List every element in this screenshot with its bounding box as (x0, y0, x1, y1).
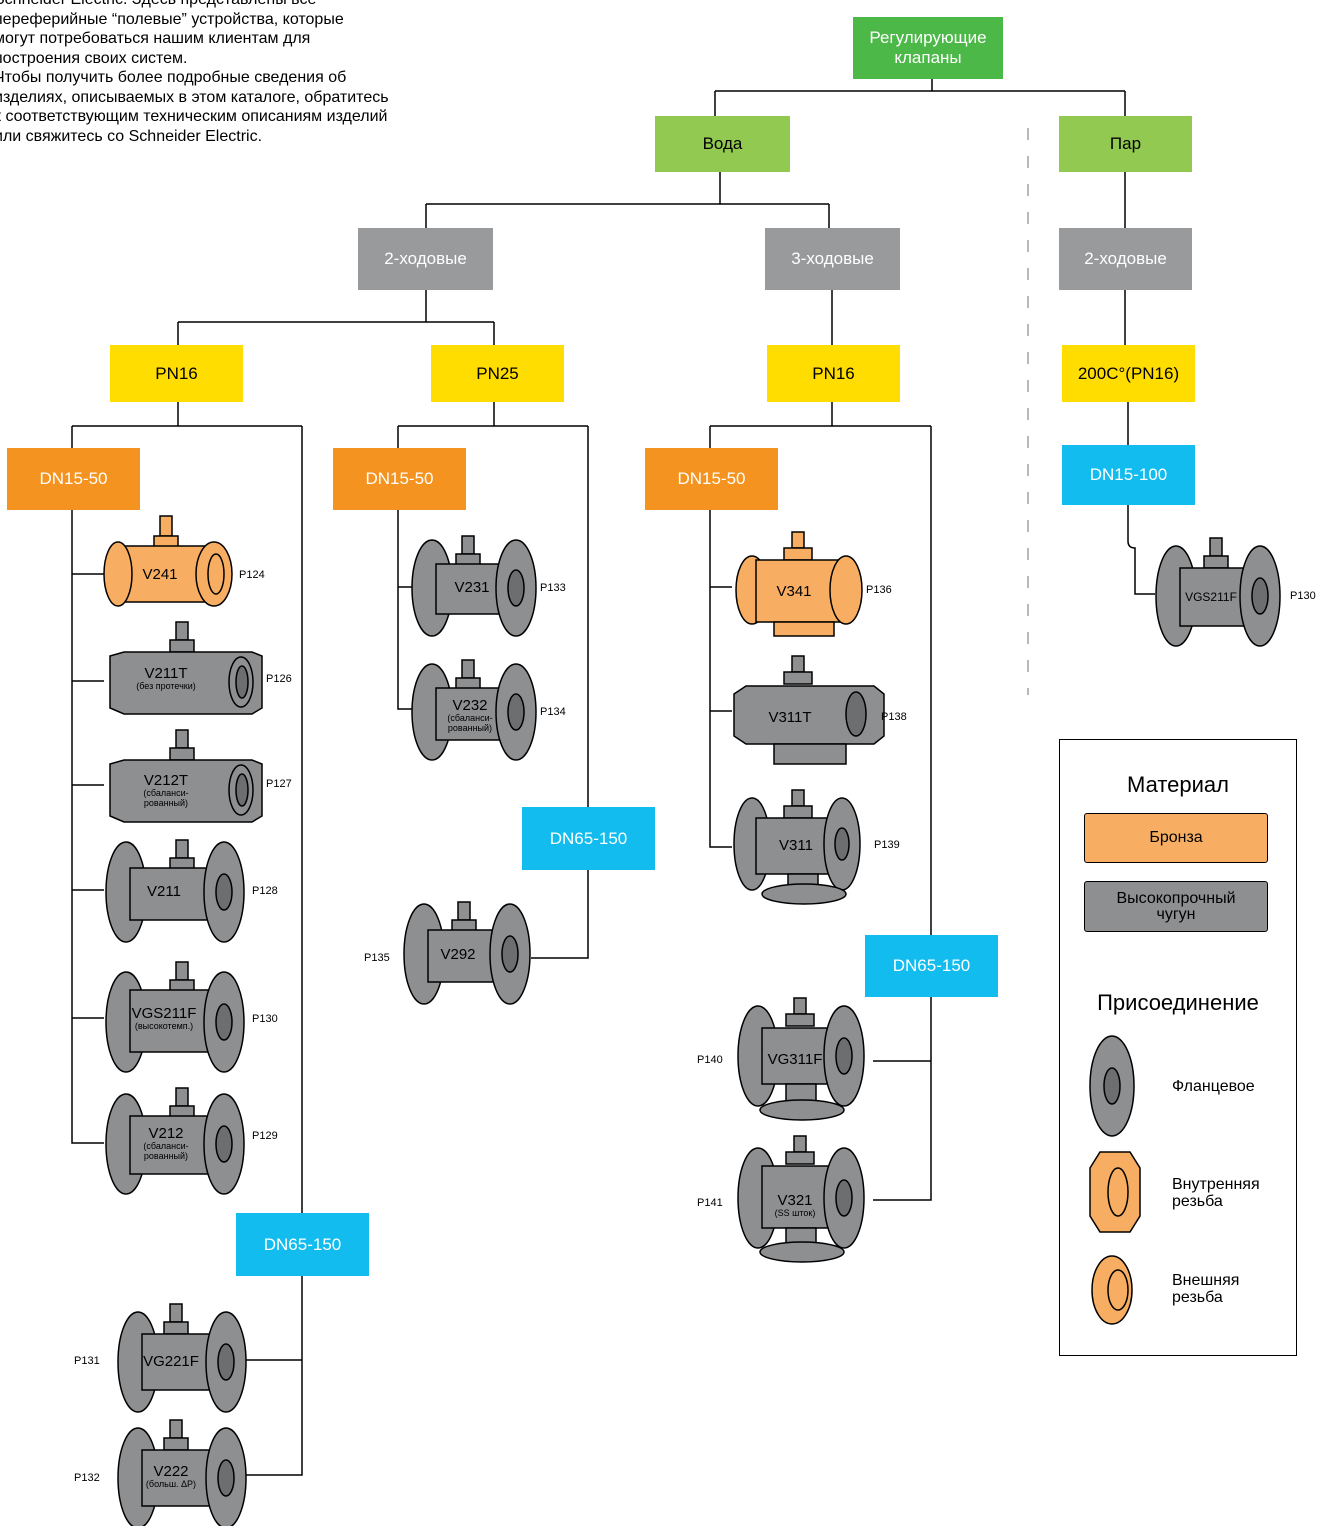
three-way-node: 3-ходовые (765, 228, 900, 290)
flanged-connection-icon (1089, 1035, 1135, 1137)
page-ref-v211: P128 (252, 885, 278, 897)
root-node: Регулирующие клапаны (853, 17, 1003, 79)
steam-dn15-100-node: DN15-100 (1062, 445, 1195, 505)
page-ref-v311: P139 (874, 839, 900, 851)
v241-image (103, 515, 233, 607)
legend-internal-label: Внутренняя резьба (1172, 1176, 1260, 1210)
v341-image (735, 531, 863, 637)
valve-label-v211: V211 (147, 883, 181, 900)
valve-label-v241: V241 (142, 566, 178, 583)
page-ref-v341: P136 (866, 584, 892, 596)
internal-thread-icon (1089, 1151, 1141, 1233)
v292-image (403, 901, 531, 1005)
valve-label-v211t: V211T(без протечки) (136, 665, 196, 691)
pn16-dn65-150-node: DN65-150 (236, 1213, 369, 1276)
two-way-node: 2-ходовые (358, 228, 493, 290)
external-thread-icon (1091, 1255, 1133, 1325)
valve-label-v212t: V212T(сбаланси- рованный) (143, 772, 189, 808)
v212-image (105, 1087, 245, 1195)
page-ref-v211t: P126 (266, 673, 292, 685)
page-ref-v241: P124 (239, 569, 265, 581)
valve-label-vg311f: VG311F (767, 1051, 823, 1068)
valve-label-steam-vgs211f: VGS211F (1185, 590, 1237, 604)
valve-label-vgs211f: VGS211F(высокотемп.) (131, 1005, 197, 1031)
v212t-image (109, 729, 263, 823)
page-ref-steam-vgs211f: P130 (1290, 590, 1316, 602)
steam-vgs211f-image (1155, 537, 1281, 647)
v311t-image (733, 655, 885, 765)
valve-label-v292: V292 (440, 946, 476, 963)
valve-label-v321: V321(SS шток) (774, 1192, 816, 1218)
page-ref-vg311f: P140 (697, 1054, 723, 1066)
legend-external-label: Внешняя резьба (1172, 1272, 1240, 1306)
page-ref-v212t: P127 (266, 778, 292, 790)
legend-bronze: Бронза (1084, 813, 1268, 863)
valve-label-v341: V341 (776, 583, 812, 600)
steam-pressure-node: 200C°(PN16) (1062, 345, 1195, 402)
v211-image (105, 839, 245, 943)
page-ref-v212: P129 (252, 1130, 278, 1142)
vgs211f-image (105, 961, 245, 1073)
pn25-dn65-150-node: DN65-150 (522, 807, 655, 870)
page-ref-vgs211f: P130 (252, 1013, 278, 1025)
legend-connection-title: Присоединение (1097, 990, 1259, 1015)
legend: Материал Бронза Высокопрочный чугун Прис… (1059, 739, 1297, 1356)
valve-label-v212: V212(сбаланси- рованный) (143, 1125, 189, 1161)
pn16-two-way-node: PN16 (110, 345, 243, 402)
legend-flanged-label: Фланцевое (1172, 1078, 1255, 1095)
three-way-dn15-50-node: DN15-50 (645, 448, 778, 510)
legend-iron: Высокопрочный чугун (1084, 881, 1268, 932)
v321-image (737, 1135, 865, 1263)
pn25-dn15-50-node: DN15-50 (333, 448, 466, 510)
water-node: Вода (655, 116, 790, 172)
legend-material-title: Материал (1127, 772, 1229, 797)
v222-image (117, 1419, 247, 1526)
page-ref-v222: P132 (74, 1472, 100, 1484)
pn16-dn15-50-node: DN15-50 (7, 448, 140, 510)
pn16-three-way-node: PN16 (767, 345, 900, 402)
v231-image (411, 535, 537, 637)
v232-image (411, 659, 537, 761)
page-ref-v311t: P138 (881, 711, 907, 723)
pn25-node: PN25 (431, 345, 564, 402)
valve-label-vg221f: VG221F (143, 1353, 199, 1370)
page-ref-v232: P134 (540, 706, 566, 718)
vg311f-image (737, 997, 865, 1121)
v311-image (733, 789, 861, 905)
valve-label-v311: V311 (779, 837, 813, 854)
page-ref-v292: P135 (364, 952, 390, 964)
page-ref-vg221f: P131 (74, 1355, 100, 1367)
steam-two-way-node: 2-ходовые (1059, 228, 1192, 290)
intro-text: Schneider Electric. Здесь представлены в… (0, 0, 389, 145)
valve-label-v311t: V311T (768, 709, 812, 726)
steam-node: Пар (1059, 116, 1192, 172)
valve-label-v232: V232(сбаланси- рованный) (447, 697, 493, 733)
page-ref-v321: P141 (697, 1197, 723, 1209)
page-ref-v231: P133 (540, 582, 566, 594)
valve-label-v231: V231 (454, 579, 490, 596)
v211t-image (109, 621, 263, 715)
valve-label-v222: V222(больш. ΔP) (145, 1463, 197, 1489)
vg221f-image (117, 1303, 247, 1413)
three-way-dn65-150-node: DN65-150 (865, 935, 998, 997)
